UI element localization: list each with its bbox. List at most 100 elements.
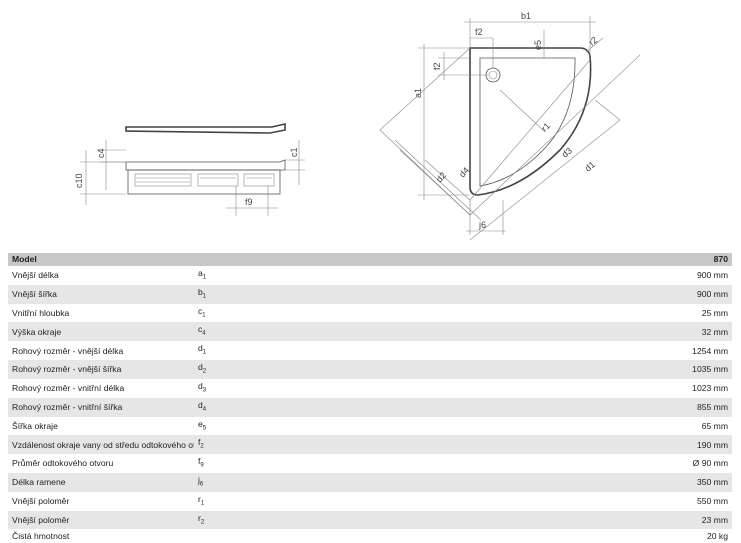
symbol-letter: b: [198, 286, 203, 297]
row-symbol: r2: [194, 510, 224, 530]
side-profile-view: c4 c10 c1 f9: [74, 122, 305, 216]
row-symbol: f2: [194, 435, 224, 455]
row-symbol: d4: [194, 397, 224, 417]
a1-label: a1: [413, 88, 423, 98]
row-symbol: d1: [194, 341, 224, 361]
d1-label: d1: [583, 159, 597, 173]
row-value: 1023 mm: [224, 378, 732, 398]
symbol-letter: f: [198, 456, 201, 467]
row-symbol: j6: [194, 472, 224, 492]
row-symbol: d2: [194, 360, 224, 379]
c1-label: c1: [289, 147, 299, 157]
row-value: 65 mm: [224, 416, 732, 436]
row-label: Šířka okraje: [8, 416, 194, 436]
row-value: 20 kg: [224, 529, 732, 543]
symbol-subscript: 1: [200, 500, 205, 507]
row-label: Rohový rozměr - vnitřní délka: [8, 378, 194, 398]
r1-label: r1: [539, 121, 552, 134]
row-value: 190 mm: [224, 435, 732, 455]
row-value: 350 mm: [224, 472, 732, 492]
row-symbol: d3: [194, 378, 224, 398]
symbol-subscript: 1: [202, 312, 206, 319]
row-label: Vnější poloměr: [8, 510, 194, 530]
e5-label: e5: [533, 40, 543, 50]
symbol-letter: d: [198, 380, 203, 391]
row-label: Průměr odtokového otvoru: [8, 454, 194, 473]
symbol-letter: a: [198, 268, 203, 278]
table-row: Čistá hmotnost 20 kg: [8, 529, 732, 543]
row-value: 32 mm: [224, 322, 732, 342]
row-label: Vnitřní hloubka: [8, 303, 194, 323]
symbol-subscript: 9: [200, 462, 204, 469]
row-label: Délka ramene: [8, 472, 194, 492]
symbol-subscript: 4: [202, 331, 206, 338]
row-value: 855 mm: [224, 397, 732, 417]
row-symbol: e5: [194, 416, 224, 436]
symbol-letter: d: [198, 362, 203, 373]
r2-label: r2: [587, 35, 600, 48]
symbol-letter: d: [198, 343, 203, 354]
row-value: 1254 mm: [224, 341, 732, 361]
row-symbol: a1: [194, 266, 224, 285]
row-symbol: f9: [194, 454, 224, 473]
header-value: 870: [224, 253, 732, 266]
symbol-subscript: 5: [202, 425, 207, 432]
symbol-letter: e: [198, 418, 203, 429]
row-label: Rohový rozměr - vnější šířka: [8, 360, 194, 379]
d2-label: d2: [434, 170, 448, 184]
symbol-subscript: 6: [199, 481, 204, 488]
technical-drawings: c4 c10 c1 f9 b1 f2 e5 r2 f2 a1: [74, 11, 641, 241]
table-row: Vzdálenost okraje vany od středu odtokov…: [8, 435, 732, 455]
header-label: Model: [8, 253, 194, 266]
row-symbol: [194, 529, 224, 543]
row-label: Výška okraje: [8, 322, 194, 342]
symbol-letter: f: [198, 437, 201, 448]
row-label: Rohový rozměr - vnější délka: [8, 341, 194, 361]
f9-label: f9: [245, 197, 253, 207]
f2-top-label: f2: [475, 27, 483, 37]
table-header-row: Model 870: [8, 253, 732, 266]
symbol-subscript: 1: [202, 274, 207, 281]
j6-label: j6: [478, 220, 486, 230]
d3-label: d3: [560, 145, 574, 159]
row-label: Rohový rozměr - vnitřní šířka: [8, 397, 194, 417]
symbol-letter: c: [198, 305, 203, 316]
b1-label: b1: [521, 11, 531, 21]
symbol-subscript: 1: [202, 293, 207, 300]
c4-label: c4: [96, 148, 106, 158]
symbol-subscript: 2: [200, 444, 204, 451]
row-value: 23 mm: [224, 510, 732, 530]
top-plan-view: b1 f2 e5 r2 f2 a1 r1 d3 d1 d2 d4 j6: [379, 11, 641, 241]
symbol-letter: d: [198, 399, 203, 410]
symbol-subscript: 4: [202, 406, 207, 413]
symbol-subscript: 2: [200, 519, 205, 526]
symbol-letter: j: [198, 474, 200, 485]
row-value: 1035 mm: [224, 360, 732, 379]
row-label: Čistá hmotnost: [8, 529, 194, 543]
c10-label: c10: [74, 173, 84, 188]
row-value: Ø 90 mm: [224, 454, 732, 473]
symbol-subscript: 1: [202, 349, 207, 356]
symbol-subscript: 3: [202, 387, 207, 394]
row-symbol: b1: [194, 284, 224, 304]
row-value: 25 mm: [224, 303, 732, 323]
row-label: Vzdálenost okraje vany od středu odtokov…: [8, 435, 194, 455]
symbol-subscript: 2: [202, 368, 207, 375]
row-symbol: c4: [194, 322, 224, 342]
row-value: 900 mm: [224, 266, 732, 285]
row-symbol: c1: [194, 303, 224, 323]
row-label: Vnější šířka: [8, 284, 194, 304]
